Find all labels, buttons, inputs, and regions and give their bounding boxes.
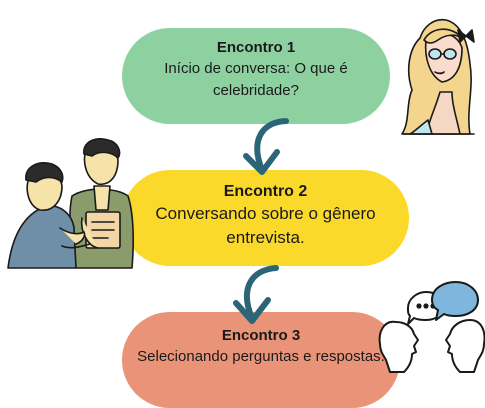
step-3-box: Encontro 3 Selecionando perguntas e resp… bbox=[122, 312, 400, 408]
interview-people-illustration bbox=[7, 138, 134, 269]
step-3-title: Encontro 3 bbox=[221, 327, 301, 344]
curved-arrow-1-icon bbox=[243, 118, 289, 175]
step-2-text: Conversando sobre o gênero entrevista. bbox=[155, 204, 376, 247]
step-3-text: Selecionando perguntas e respostas. bbox=[137, 348, 385, 365]
step-1-box: Encontro 1 Início de conversa: O que é c… bbox=[122, 28, 390, 124]
step-2-title: Encontro 2 bbox=[223, 183, 308, 200]
curved-arrow-2-icon bbox=[233, 265, 279, 324]
woman-illustration bbox=[401, 18, 475, 135]
step-2-box: Encontro 2 Conversando sobre o gênero en… bbox=[122, 170, 409, 266]
step-1-text: Início de conversa: O que é celebridade? bbox=[164, 60, 348, 99]
step-1-title: Encontro 1 bbox=[216, 39, 296, 56]
dialogue-heads-icon bbox=[378, 281, 485, 373]
